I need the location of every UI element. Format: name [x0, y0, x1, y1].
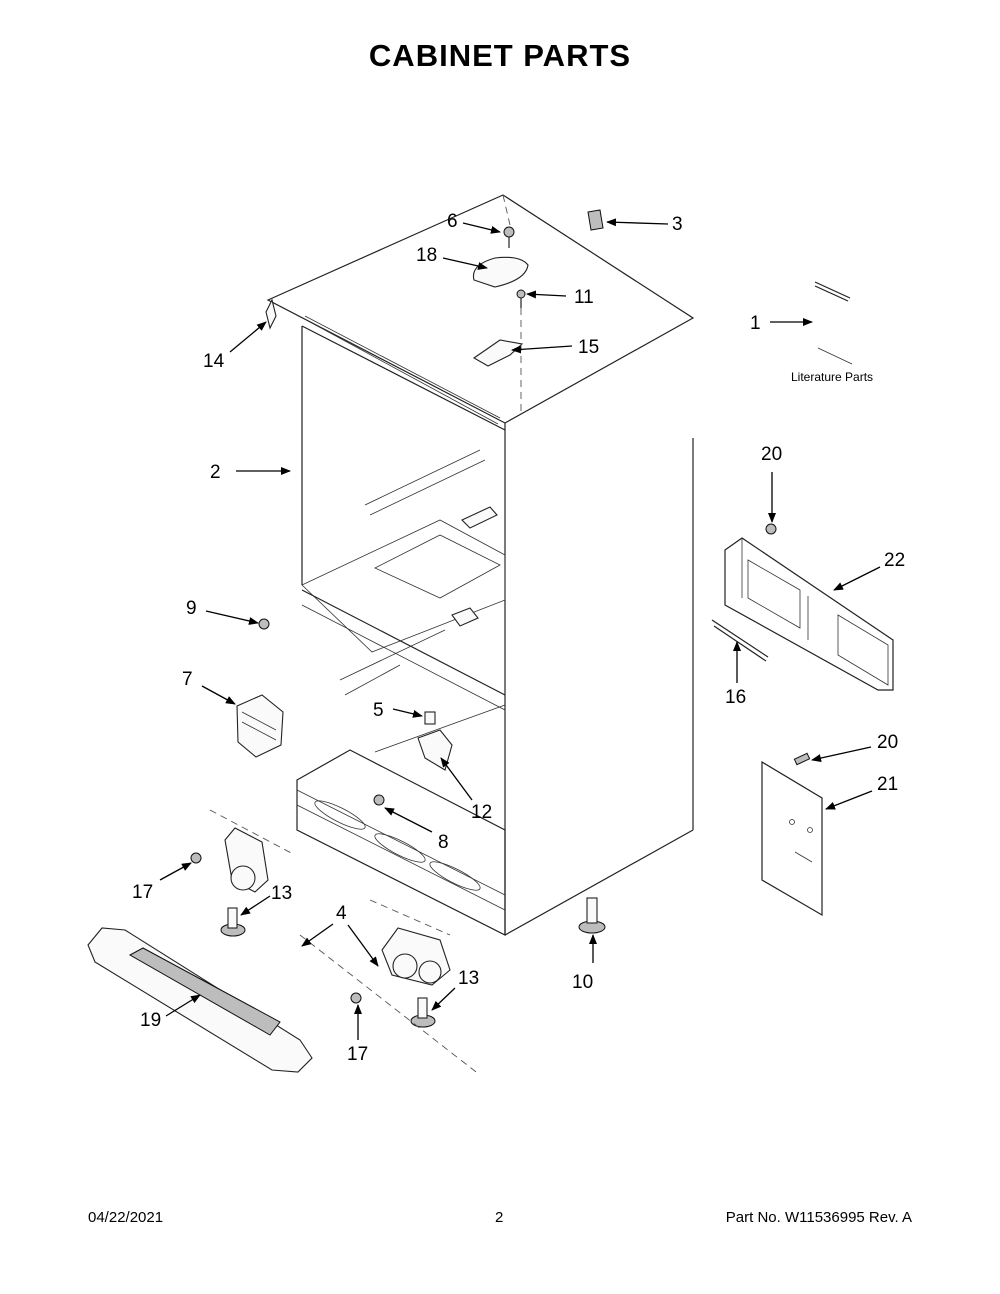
callout-22: 22 — [884, 550, 905, 571]
callout-15: 15 — [578, 337, 599, 358]
callout-6: 6 — [447, 211, 458, 232]
callout-4: 4 — [336, 903, 347, 924]
literature-parts-label: Literature Parts — [791, 370, 873, 384]
callout-3: 3 — [672, 214, 683, 235]
callout-8: 8 — [438, 832, 449, 853]
cabinet — [266, 194, 695, 936]
footer-date: 04/22/2021 — [88, 1209, 164, 1226]
literature-parts: Literature Parts — [791, 281, 873, 384]
callout-7: 7 — [182, 669, 193, 690]
callout-13-left: 13 — [271, 883, 292, 904]
callout-2: 2 — [210, 462, 221, 483]
callout-19: 19 — [140, 1010, 161, 1031]
footer-page-number: 2 — [495, 1209, 504, 1226]
callout-12: 12 — [471, 802, 492, 823]
callout-21: 21 — [877, 774, 898, 795]
leader-arrows — [159, 218, 881, 1040]
top-hardware — [265, 194, 604, 412]
callout-16: 16 — [725, 687, 746, 708]
callout-17-left: 17 — [132, 882, 153, 903]
callout-5: 5 — [373, 700, 384, 721]
left-hardware — [87, 618, 606, 1076]
callout-10: 10 — [572, 972, 593, 993]
footer-part-number: Part No. W11536995 Rev. A — [725, 1209, 912, 1226]
callout-13-right: 13 — [458, 968, 479, 989]
callout-11: 11 — [574, 287, 594, 308]
rear-panel — [761, 752, 823, 917]
rear-access-panel — [711, 523, 894, 691]
callout-17-right: 17 — [347, 1044, 368, 1065]
callout-18: 18 — [416, 245, 437, 266]
callout-1: 1 — [750, 313, 761, 334]
callout-20-bottom: 20 — [877, 732, 898, 753]
page-title: CABINET PARTS — [368, 38, 632, 73]
callout-numbers: 3 6 18 11 15 14 1 2 9 7 5 12 8 20 22 16 … — [132, 211, 905, 1065]
callout-14: 14 — [203, 351, 225, 372]
callout-20-top: 20 — [761, 444, 782, 465]
callout-9: 9 — [186, 598, 197, 619]
